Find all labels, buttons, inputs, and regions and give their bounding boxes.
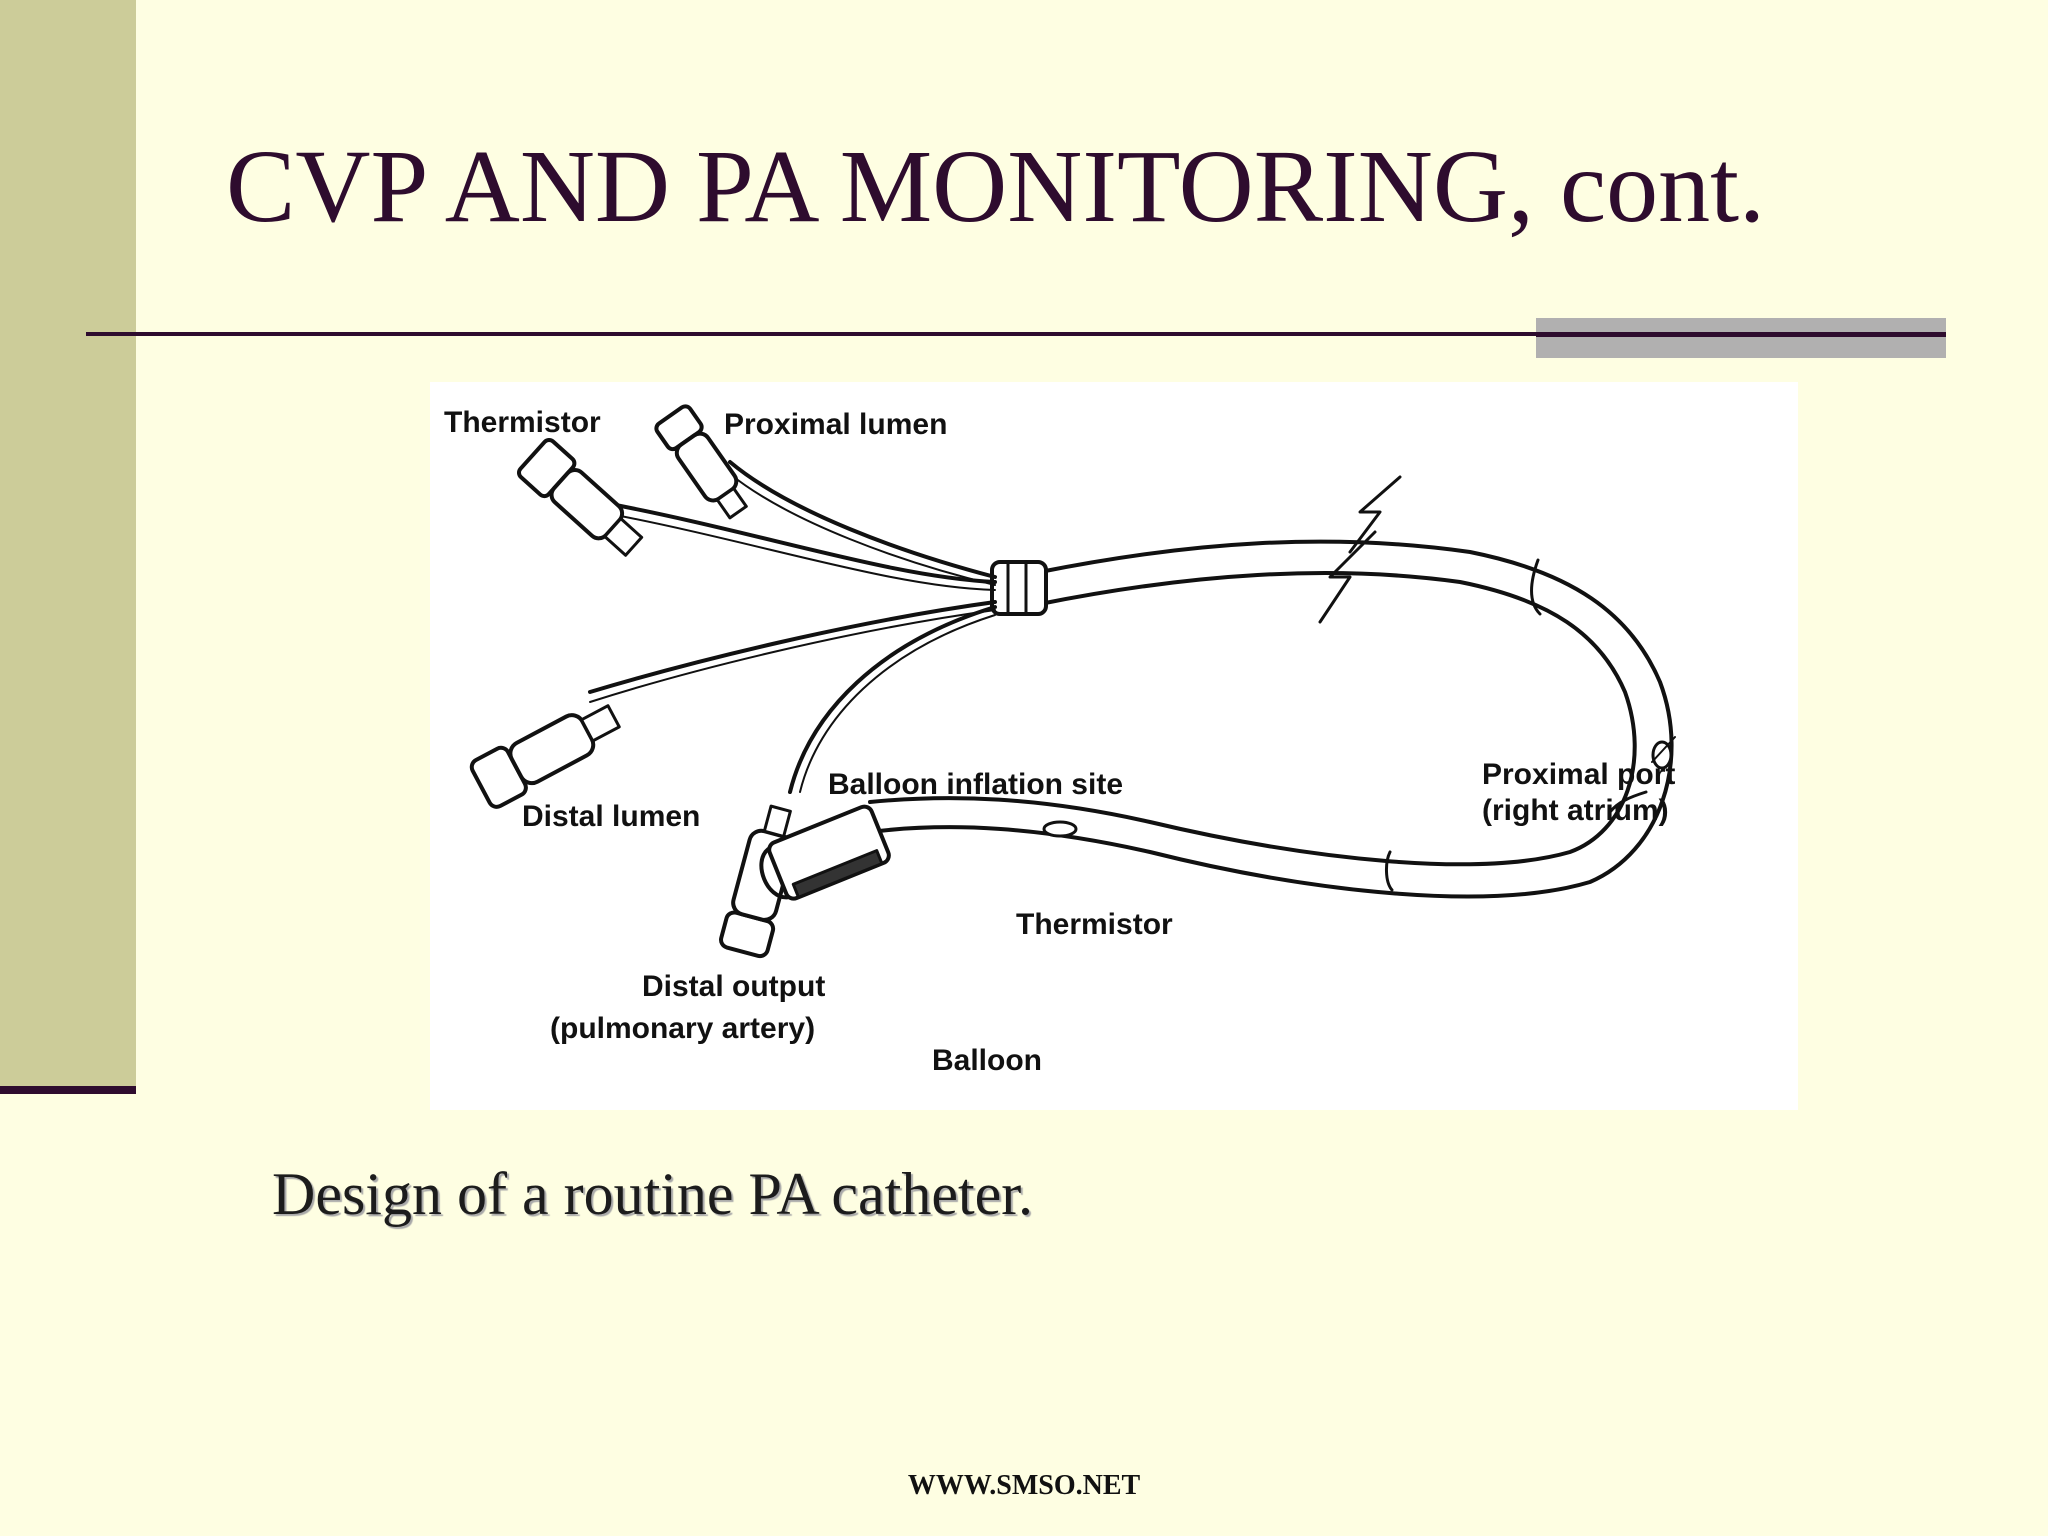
label-distal-lumen: Distal lumen: [522, 800, 700, 833]
catheter-break-mark-1: [1348, 475, 1402, 554]
proximal-lumen-line: [728, 460, 997, 579]
label-pulmonary-artery: (pulmonary artery): [550, 1012, 815, 1045]
proximal-port-hole: [1651, 740, 1673, 770]
label-thermistor-top: Thermistor: [444, 406, 601, 439]
distal-lumen-connector: [469, 704, 621, 809]
balloon-inflation-line: [788, 605, 997, 794]
label-distal-output: Distal output: [642, 970, 825, 1003]
thermistor-window: [1042, 820, 1078, 838]
label-proximal-lumen: Proximal lumen: [724, 408, 947, 441]
footer-url: WWW.SMSO.NET: [907, 1470, 1141, 1501]
catheter-tip: [759, 804, 891, 901]
thermistor-line: [598, 500, 997, 584]
catheter-band-2: [1608, 790, 1648, 814]
catheter-band-3: [1385, 850, 1394, 892]
side-accent-rule: [0, 1086, 136, 1094]
thermistor-connector: [516, 437, 644, 557]
catheter-drawing: Thermistor Proximal lumen Distal lumen B…: [444, 404, 1676, 1077]
distal-lumen-line: [588, 600, 997, 694]
proximal-lumen-connector: [654, 404, 748, 520]
catheter-body-top: [868, 539, 1674, 899]
title-rule: [86, 332, 1946, 336]
label-right-atrium: (right atrium): [1482, 794, 1669, 827]
label-proximal-port: Proximal port: [1482, 758, 1675, 791]
label-thermistor-tip: Thermistor: [1016, 908, 1173, 941]
label-balloon: Balloon: [932, 1044, 1042, 1077]
side-accent-bar: [0, 0, 136, 1086]
catheter-hub: [990, 560, 1048, 616]
slide-title: CVP AND PA MONITORING, cont.: [226, 129, 1766, 244]
label-balloon-inflation-site: Balloon inflation site: [828, 768, 1123, 801]
title-rule-shadow: [1536, 318, 1946, 358]
title-rule-accent: [1536, 334, 1946, 337]
catheter-band-1: [1530, 558, 1542, 616]
catheter-break-mark-2: [1318, 530, 1377, 624]
catheter-diagram: Thermistor Proximal lumen Distal lumen B…: [430, 382, 1798, 1110]
figure-caption: Design of a routine PA catheter.: [272, 1161, 1033, 1227]
